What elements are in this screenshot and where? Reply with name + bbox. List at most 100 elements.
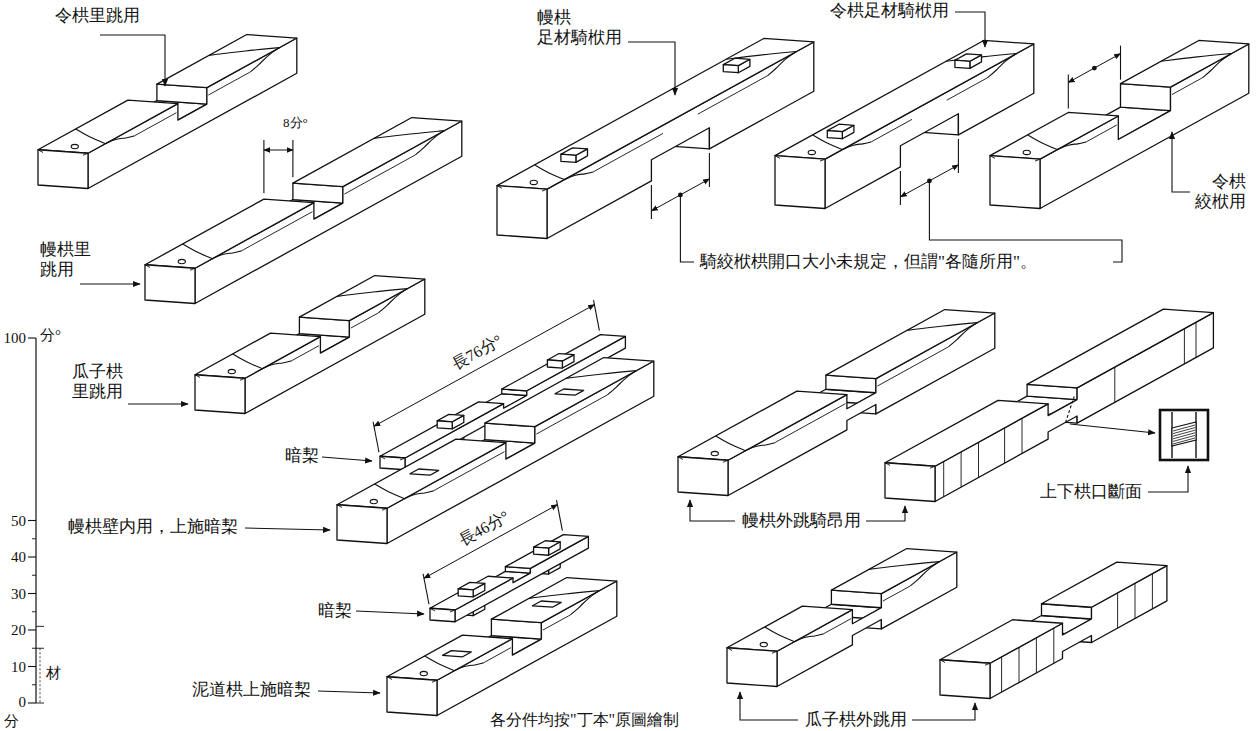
segment-line xyxy=(978,442,979,477)
scoop-line xyxy=(907,323,977,331)
scoop-line xyxy=(987,54,1016,78)
scoop-line xyxy=(250,48,279,72)
scoop-line xyxy=(105,136,134,144)
section-hatch xyxy=(1173,438,1195,444)
scale-tick xyxy=(32,611,36,612)
scoop-line xyxy=(543,615,571,630)
leader-line xyxy=(423,574,429,605)
segment-line xyxy=(943,461,944,496)
scoop-line xyxy=(134,113,176,136)
leader-line xyxy=(628,42,675,95)
pin-hole xyxy=(420,671,427,675)
chamfer xyxy=(432,681,436,683)
pin-hole xyxy=(370,499,377,503)
scoop-line xyxy=(947,78,988,100)
chamfer xyxy=(723,461,727,463)
top-face xyxy=(157,35,297,88)
bracket-piece xyxy=(145,118,462,304)
bracket-piece xyxy=(387,578,617,716)
top-face xyxy=(831,549,956,594)
scoop-line xyxy=(1161,54,1231,62)
end-face xyxy=(145,265,195,304)
scoop-line xyxy=(1202,54,1231,78)
part-label: 瓜子栱 里跳用 xyxy=(72,362,123,403)
bracket-piece xyxy=(195,276,425,414)
scoop-line xyxy=(767,52,796,76)
side-face xyxy=(387,361,654,543)
leader-line xyxy=(958,139,959,173)
chamfer xyxy=(381,457,385,459)
chamfer xyxy=(196,375,200,377)
scoop-line xyxy=(716,436,746,451)
segment-line xyxy=(961,452,962,487)
scoop-line xyxy=(483,648,511,663)
scale-value: 100 xyxy=(0,329,26,347)
scale-value: 0 xyxy=(0,693,26,711)
segment-line xyxy=(1135,583,1136,618)
leader-line xyxy=(1068,74,1069,108)
pin-hole xyxy=(808,150,815,154)
chamfer xyxy=(388,677,392,679)
leader-line xyxy=(680,195,694,262)
end-face xyxy=(38,150,88,189)
scoop-line xyxy=(262,361,291,369)
scale-tick xyxy=(28,666,36,667)
part-label: 幔栱外跳騎昂用 xyxy=(742,511,861,531)
scoop-line xyxy=(183,244,213,259)
pin-hole xyxy=(178,259,185,263)
pin-hole xyxy=(711,451,718,455)
scoop-line xyxy=(774,404,845,443)
bracket-piece xyxy=(940,562,1167,698)
end-face xyxy=(678,457,728,496)
bracket-piece xyxy=(38,35,297,189)
chamfer xyxy=(190,269,194,271)
scoop-line xyxy=(948,323,977,347)
scoop-line xyxy=(823,619,851,634)
scoop-line xyxy=(425,656,455,671)
peg-slot xyxy=(533,601,562,607)
side-face xyxy=(195,121,462,303)
part-label: 幔栱壁内用，上施暗栔 xyxy=(68,517,238,537)
scale-unit: 分 xyxy=(4,712,19,730)
scoop-line xyxy=(415,131,444,155)
part-label: 幔栱 足材騎栿用 xyxy=(537,8,622,49)
end-face xyxy=(195,375,245,414)
chamfer xyxy=(400,458,404,460)
end-face xyxy=(430,608,455,622)
end-face xyxy=(885,463,935,502)
dimension-label: 長46分° xyxy=(454,505,514,550)
peg-slot xyxy=(410,469,439,475)
scoop-line xyxy=(607,371,636,395)
chamfer xyxy=(772,652,776,654)
top-face xyxy=(727,606,852,651)
end-face xyxy=(387,677,437,716)
scoop-line xyxy=(209,48,279,56)
top-face xyxy=(195,333,320,378)
part-label: 幔栱里 跳用 xyxy=(40,240,91,281)
end-face xyxy=(337,505,387,544)
scale-tick xyxy=(28,556,36,557)
scoop-line xyxy=(1086,125,1116,142)
leader-line xyxy=(1172,132,1190,192)
dimension-dot xyxy=(1092,66,1097,71)
scoop-line xyxy=(1172,78,1202,95)
pin-hole xyxy=(228,369,235,373)
part-label: 瓜子栱外跳用 xyxy=(805,710,907,730)
dimension-line xyxy=(1068,54,1120,83)
peg-face xyxy=(955,60,970,68)
scoop-line xyxy=(344,155,415,194)
dimension-line xyxy=(264,150,293,151)
scoop-line xyxy=(529,591,599,599)
top-face xyxy=(1121,40,1249,87)
end-face xyxy=(497,186,547,239)
top-face xyxy=(491,578,616,623)
scale-value: 30 xyxy=(0,585,26,603)
leader-line xyxy=(322,457,372,461)
pin-hole xyxy=(760,642,767,646)
leader-line xyxy=(690,500,735,521)
leader-line xyxy=(292,140,293,177)
leader-line xyxy=(263,140,264,193)
scale-tick xyxy=(32,538,36,539)
leader-line xyxy=(100,35,165,86)
leader-line xyxy=(929,181,1122,262)
